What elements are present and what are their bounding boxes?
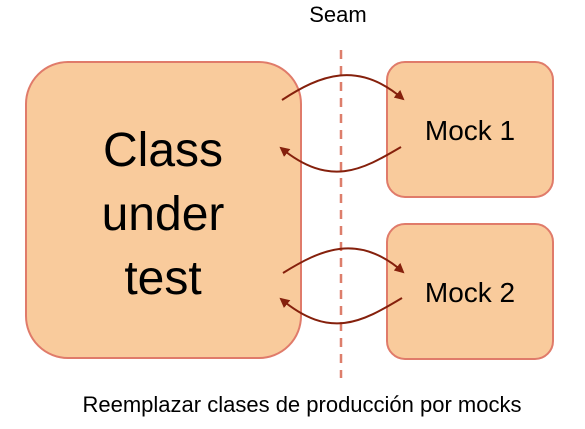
mock-1-label: Mock 1 xyxy=(425,115,515,146)
mock-2-label: Mock 2 xyxy=(425,277,515,308)
class-under-test-box xyxy=(25,61,302,359)
class-under-test-line-2: under xyxy=(102,188,225,241)
arrow-from-mock-2 xyxy=(279,297,403,325)
mock-1-box xyxy=(386,61,554,198)
class-under-test-line-3: test xyxy=(124,252,201,305)
arrow-from-mock-1 xyxy=(279,146,402,173)
seam-label: Seam xyxy=(309,2,366,27)
class-under-test-line-1: Class xyxy=(103,124,223,177)
arrow-to-mock-1 xyxy=(281,74,405,101)
arrow-to-mock-2 xyxy=(282,247,405,274)
caption: Reemplazar clases de producción por mock… xyxy=(83,392,522,417)
mock-2-box xyxy=(386,223,554,360)
